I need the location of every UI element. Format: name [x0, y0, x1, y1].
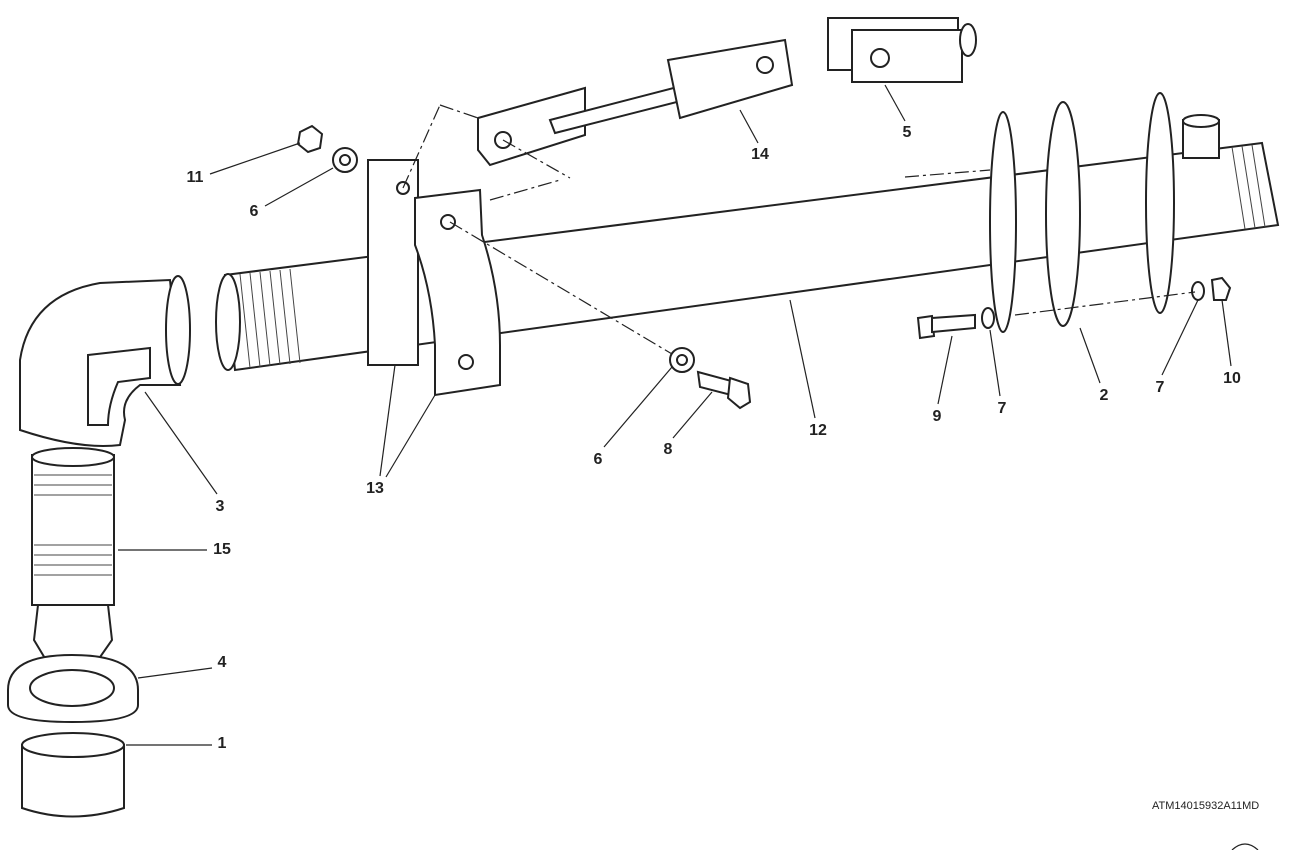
callout-11: 11 [186, 169, 204, 186]
callout-7: 7 [1155, 379, 1165, 396]
partial-circle-mark [1231, 843, 1259, 850]
callout-14: 14 [751, 146, 769, 163]
callout-9: 9 [932, 408, 942, 425]
callout-12: 12 [809, 422, 827, 439]
link-14 [477, 38, 794, 167]
callout-7: 7 [997, 400, 1007, 417]
elbow-3 [19, 275, 191, 447]
callout-3: 3 [215, 498, 225, 515]
leader-lines [118, 84, 1232, 746]
callout-4: 4 [217, 654, 227, 671]
clamp-13 [367, 159, 501, 397]
callout-8: 8 [663, 441, 673, 458]
assembly-lines [402, 104, 1196, 355]
callout-6: 6 [249, 203, 259, 220]
callout-10: 10 [1223, 370, 1241, 387]
callout-5: 5 [902, 124, 912, 141]
ring-4 [7, 653, 139, 724]
callout-13: 13 [366, 480, 384, 497]
clevis-5 [827, 17, 977, 83]
nipple-15 [31, 447, 115, 661]
figure-code: ATM14015932A11MD [1152, 800, 1260, 812]
callout-15: 15 [213, 541, 231, 558]
callout-2: 2 [1099, 387, 1109, 404]
flange-2 [989, 92, 1175, 333]
fasteners [296, 124, 1232, 410]
callout-1: 1 [217, 735, 227, 752]
callout-6: 6 [593, 451, 603, 468]
socket-1 [21, 732, 125, 818]
